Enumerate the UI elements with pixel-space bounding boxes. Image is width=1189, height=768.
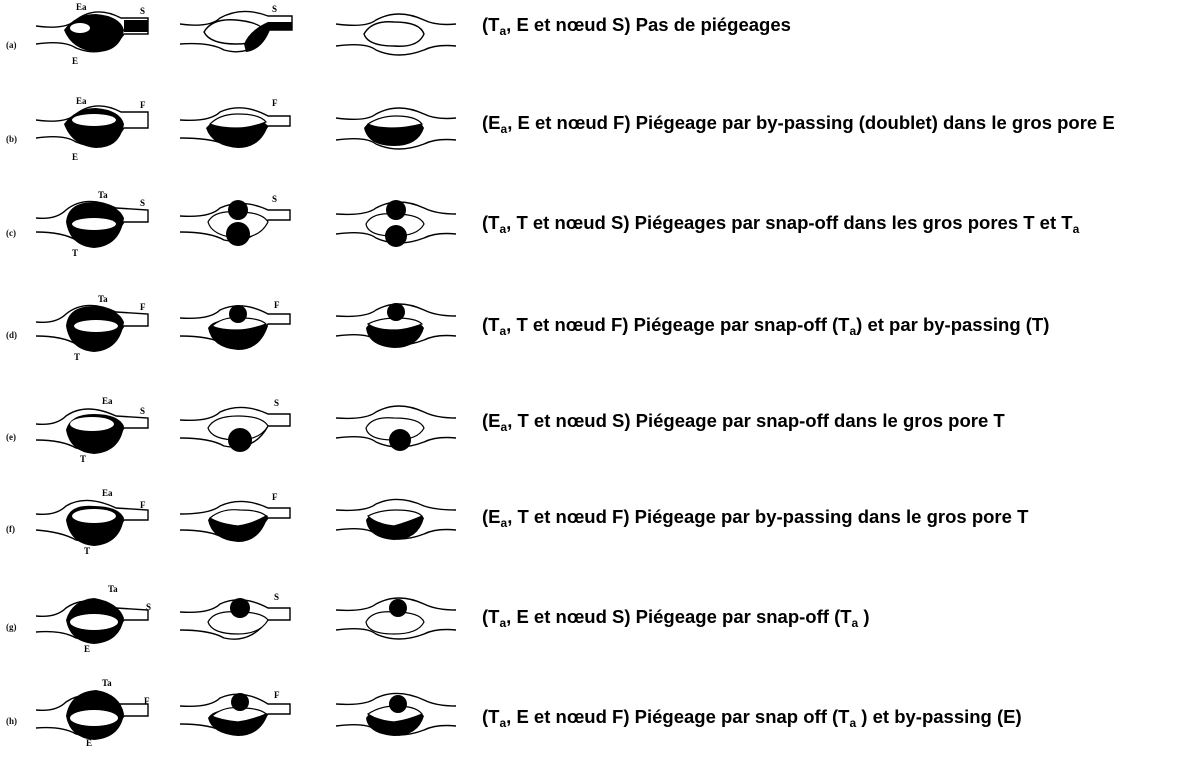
svg-text:F: F [140, 302, 146, 312]
row-label: (h) [6, 716, 17, 726]
pore-stage-3 [336, 582, 456, 652]
svg-text:Ea: Ea [76, 96, 87, 106]
trapping-row-e: (e) Ea S T S (Ea, T et nœud S) Piégeage … [0, 392, 1189, 484]
trapping-row-c: (c) Ta S T S (Ta, T et nœud S) Piégea [0, 188, 1189, 280]
svg-text:Ta: Ta [98, 190, 108, 200]
row-caption: (Ta, T et nœud S) Piégeages par snap-off… [482, 212, 1080, 236]
pore-stage-2: S [180, 582, 300, 652]
row-label: (g) [6, 622, 17, 632]
svg-text:T: T [74, 352, 80, 360]
pore-stage-2: S [180, 392, 300, 462]
svg-text:T: T [80, 454, 86, 462]
pore-stage-2: F [180, 290, 300, 360]
row-caption: (Ea, E et nœud F) Piégeage par by-passin… [482, 112, 1115, 136]
row-label: (c) [6, 228, 16, 238]
pore-stage-2: S [180, 188, 300, 258]
svg-text:S: S [272, 194, 277, 204]
svg-text:S: S [274, 592, 279, 602]
svg-text:Ta: Ta [102, 678, 112, 688]
svg-text:F: F [274, 300, 280, 310]
pore-stage-3 [336, 484, 456, 554]
pore-stage-2: F [180, 676, 300, 746]
trapping-row-h: (h) Ta F E F (Ta, E et nœud F) Piégea [0, 676, 1189, 768]
row-caption: (Ta, E et nœud F) Piégeage par snap off … [482, 706, 1022, 730]
svg-text:S: S [146, 602, 151, 612]
svg-text:F: F [274, 690, 280, 700]
row-caption: (Ta, E et nœud S) Piégeage par snap-off … [482, 606, 870, 630]
pore-stage-3 [336, 290, 456, 360]
trapping-row-f: (f) Ea F T F (Ea, T et nœud F) Piégeage … [0, 484, 1189, 576]
pore-label-top: Ea [76, 2, 87, 12]
pore-stage-1: Ea S E [36, 0, 156, 70]
svg-text:Ta: Ta [108, 584, 118, 594]
svg-text:S: S [140, 198, 145, 208]
trapping-row-g: (g) Ta S E S (Ta, E et nœud S) Piégeage … [0, 582, 1189, 674]
svg-text:F: F [140, 500, 146, 510]
row-label: (f) [6, 524, 15, 534]
svg-text:F: F [144, 696, 150, 706]
row-caption: (Ta, E et nœud S) Pas de piégeages [482, 14, 791, 38]
svg-text:E: E [72, 152, 78, 162]
pore-label-bottom: E [72, 56, 78, 66]
pore-stage-1: Ea S T [36, 392, 156, 462]
row-label: (e) [6, 432, 16, 442]
trapping-row-b: (b) Ea F E F (Ea, E et nœud F) Piégeage … [0, 94, 1189, 186]
pore-stage-1: Ea F E [36, 94, 156, 164]
svg-text:Ta: Ta [98, 294, 108, 304]
pore-stage-2: F [180, 484, 300, 554]
pore-stage-2: F [180, 94, 300, 164]
row-label: (a) [6, 40, 17, 50]
svg-text:F: F [272, 492, 278, 502]
svg-text:S: S [272, 4, 277, 14]
trapping-row-a: (a) Ea S E S (Ta, E et nœud S) Pas de pi… [0, 0, 1189, 92]
pore-label-node: S [140, 6, 145, 16]
pore-stage-3 [336, 0, 456, 70]
row-caption: (Ta, T et nœud F) Piégeage par snap-off … [482, 314, 1050, 338]
pore-stage-1: Ta S T [36, 188, 156, 258]
svg-text:Ea: Ea [102, 396, 113, 406]
row-caption: (Ea, T et nœud S) Piégeage par snap-off … [482, 410, 1005, 434]
svg-text:E: E [84, 644, 90, 652]
row-caption: (Ea, T et nœud F) Piégeage par by-passin… [482, 506, 1029, 530]
pore-stage-1: Ta F T [36, 290, 156, 360]
svg-text:T: T [84, 546, 90, 554]
pore-stage-3 [336, 676, 456, 746]
svg-text:F: F [140, 100, 146, 110]
svg-text:Ea: Ea [102, 488, 113, 498]
row-label: (d) [6, 330, 17, 340]
row-label: (b) [6, 134, 17, 144]
pore-stage-3 [336, 94, 456, 164]
pore-stage-3 [336, 392, 456, 462]
pore-stage-1: Ta F E [36, 676, 156, 746]
pore-stage-2: S [180, 0, 300, 70]
svg-text:T: T [72, 248, 78, 258]
svg-text:E: E [86, 738, 92, 746]
pore-stage-3 [336, 188, 456, 258]
trapping-row-d: (d) Ta F T F (Ta, T et nœud F) Piégea [0, 290, 1189, 382]
pore-stage-1: Ta S E [36, 582, 156, 652]
pore-stage-1: Ea F T [36, 484, 156, 554]
svg-text:F: F [272, 98, 278, 108]
svg-text:S: S [274, 398, 279, 408]
svg-text:S: S [140, 406, 145, 416]
